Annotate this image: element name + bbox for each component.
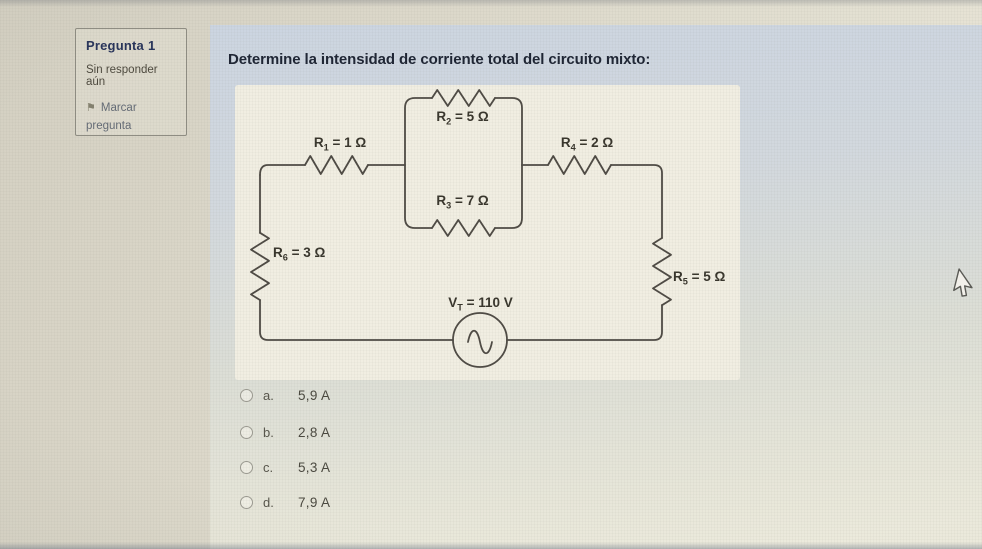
mouse-cursor [953, 268, 973, 297]
option-d-radio[interactable] [240, 496, 253, 509]
label-value: = 5 Ω [687, 269, 726, 284]
option-c-letter: c. [263, 460, 274, 475]
option-c-radio[interactable] [240, 461, 253, 474]
option-d-letter: d. [263, 495, 274, 510]
label-sub: 3 [446, 200, 452, 211]
label-sub: 6 [282, 252, 288, 263]
ac-sine-wave [467, 329, 493, 355]
label-value: = 7 Ω [451, 193, 489, 208]
screen-bottom-edge-shadow [0, 542, 982, 549]
label-text: R [273, 245, 283, 260]
resistor-r5 [652, 237, 672, 307]
resistor-r1 [304, 155, 369, 175]
option-b-letter: b. [263, 425, 274, 440]
label-value: = 3 Ω [287, 245, 326, 260]
wire-bottom-left [259, 299, 454, 341]
label-text: R [313, 135, 324, 150]
label-sub: 2 [446, 116, 452, 127]
option-row-d[interactable]: d. 7,9 A [240, 495, 330, 510]
option-a-letter: a. [263, 388, 274, 403]
circuit-figure: R1 = 1 Ω R2 = 5 Ω R3 = 7 Ω R4 = 2 Ω R5 =… [235, 85, 740, 380]
label-text: R [436, 109, 447, 124]
resistor-r2 [431, 89, 496, 107]
label-text: R [436, 193, 447, 208]
resistor-r4-label: R4 = 2 Ω [537, 135, 637, 153]
wire-box-right-top [494, 97, 523, 166]
label-text: V [448, 295, 458, 310]
option-d-value: 7,9 A [298, 495, 331, 510]
option-b-value: 2,8 A [298, 425, 331, 440]
option-b-radio[interactable] [240, 426, 253, 439]
resistor-r3 [431, 219, 496, 237]
wire-top-right [610, 164, 663, 239]
resistor-r4 [547, 155, 612, 175]
option-a-radio[interactable] [240, 389, 253, 402]
resistor-r5-label: R5 = 5 Ω [673, 269, 763, 287]
wire-top-left [259, 164, 306, 176]
question-number-label: Pregunta [86, 38, 144, 53]
flag-question-label: Marcar pregunta [86, 102, 137, 132]
label-value: = 1 Ω [328, 135, 367, 150]
label-sub: 1 [323, 142, 329, 153]
option-row-a[interactable]: a. 5,9 A [240, 388, 330, 403]
label-text: R [673, 269, 683, 284]
label-value: = 110 V [462, 295, 513, 310]
resistor-r2-label: R2 = 5 Ω [410, 109, 515, 127]
option-c-value: 5,3 A [298, 460, 331, 475]
question-number-value: 1 [147, 38, 156, 53]
label-sub: 5 [682, 276, 688, 287]
wire-box-right-bottom [494, 164, 523, 229]
wire-box-left-bottom [404, 164, 433, 229]
option-row-b[interactable]: b. 2,8 A [240, 425, 330, 440]
resistor-r6 [250, 231, 270, 301]
question-status: Sin responder aún [86, 64, 158, 88]
label-value: = 5 Ω [451, 109, 489, 124]
question-text: Determine la intensidad de corriente tot… [228, 51, 651, 68]
circuit-diagram [250, 89, 672, 368]
screen-top-edge-shadow [0, 0, 982, 7]
resistor-r6-label: R6 = 3 Ω [273, 245, 368, 263]
resistor-r3-label: R3 = 7 Ω [410, 193, 515, 211]
flag-icon: ⚑ [86, 102, 96, 114]
source-voltage-label: VT = 110 V [428, 295, 533, 313]
option-row-c[interactable]: c. 5,3 A [240, 460, 330, 475]
ac-source-icon [452, 312, 508, 368]
resistor-r1-label: R1 = 1 Ω [290, 135, 390, 153]
wire-bottom-right [506, 304, 663, 341]
flag-question-link[interactable]: ⚑Marcar pregunta [86, 100, 158, 136]
label-sub: 4 [570, 142, 576, 153]
question-content-panel: Determine la intensidad de corriente tot… [210, 25, 982, 549]
wire-box-left-top [404, 97, 433, 166]
label-text: R [560, 135, 571, 150]
label-sub: T [457, 302, 463, 313]
label-value: = 2 Ω [575, 135, 614, 150]
option-a-value: 5,9 A [298, 388, 331, 403]
